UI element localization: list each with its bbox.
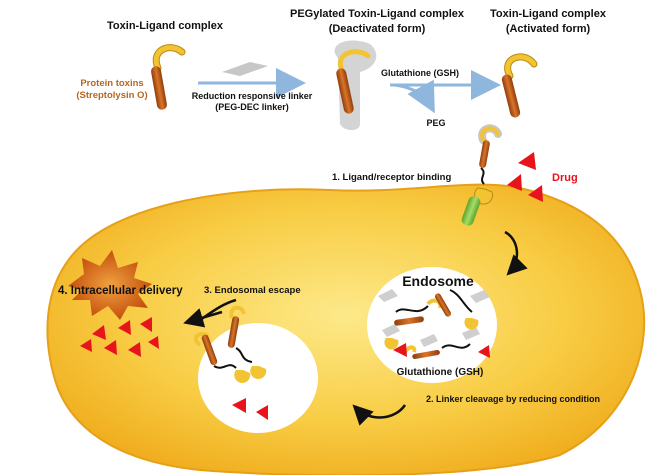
label-linker-1: Reduction responsive linker: [192, 91, 313, 101]
drug-triangle-icon: [507, 152, 543, 202]
burst-icon: [68, 250, 152, 320]
activated-toxin-icon: [501, 53, 538, 118]
arrow-escape: [183, 308, 223, 328]
label-complex-title: Toxin-Ligand complex: [107, 20, 224, 32]
label-active-title-2: (Activated form): [506, 23, 591, 35]
endosome-peg-fragments: [378, 289, 490, 347]
label-endosome: Endosome: [402, 273, 474, 289]
label-step3: 3. Endosomal escape: [204, 285, 301, 296]
label-step4: 4. Intracellular delivery: [58, 285, 183, 297]
endosome-toxins: [384, 289, 479, 359]
arrow-internalize: [504, 230, 528, 276]
receptor-icon: [461, 196, 481, 226]
cell-body: [46, 183, 646, 475]
label-protein-toxins: Protein toxins: [80, 78, 143, 89]
label-gsh: Glutathione (GSH): [381, 68, 459, 78]
label-peg-title-1: PEGylated Toxin-Ligand complex: [290, 8, 465, 20]
label-gsh-inner: Glutathione (GSH): [397, 367, 484, 378]
arrow-peg-branch: [394, 79, 435, 114]
label-step2: 2. Linker cleavage by reducing condition: [426, 394, 600, 404]
drug-triangle-icon: [80, 317, 159, 357]
endosome-right: [367, 267, 497, 383]
label-peg: PEG: [426, 118, 445, 128]
label-peg-title-2: (Deactivated form): [329, 23, 426, 35]
label-drug: Drug: [552, 172, 578, 184]
arrow-cleavage: [352, 404, 407, 426]
drug-triangle-icon: [393, 343, 490, 358]
label-step1: 1. Ligand/receptor binding: [332, 172, 451, 183]
drug-triangle-icon: [232, 398, 268, 420]
toxin-ligand-icon: [151, 44, 186, 110]
bound-toxin-icon: [474, 124, 502, 205]
label-linker-2: (PEG-DEC linker): [215, 102, 289, 112]
pegylated-toxin-icon: [334, 40, 377, 130]
label-active-title-1: Toxin-Ligand complex: [490, 8, 607, 20]
label-streptolysin: (Streptolysin O): [76, 90, 147, 101]
peg-icon: [222, 62, 268, 76]
